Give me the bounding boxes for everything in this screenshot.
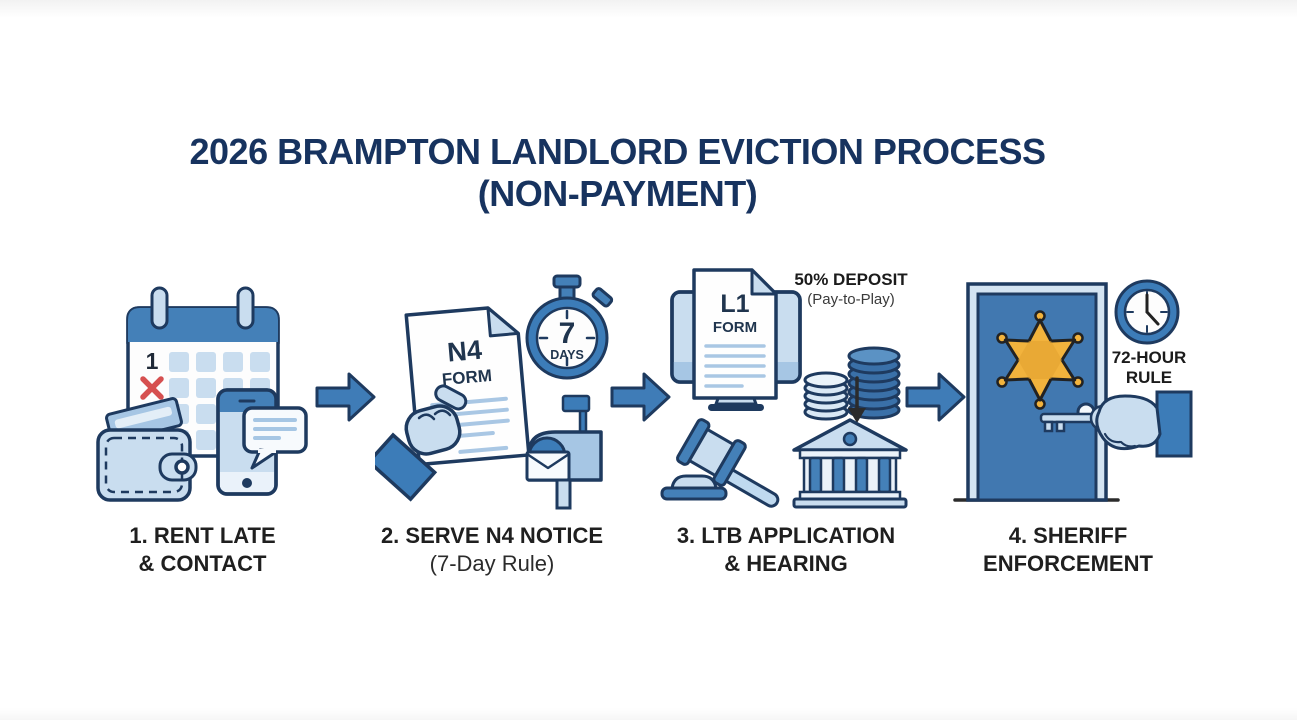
step1-caption: 1. RENT LATE & CONTACT: [105, 522, 300, 578]
stopwatch-unit: DAYS: [550, 348, 584, 362]
step1-caption-line1: 1. RENT LATE: [129, 523, 276, 548]
step4-caption-line1: 4. SHERIFF: [1008, 523, 1128, 548]
step2-caption: 2. SERVE N4 NOTICE (7-Day Rule): [372, 522, 612, 578]
coin-stack-dark: [847, 346, 901, 420]
step2-caption-line2: (7-Day Rule): [429, 551, 555, 576]
down-arrow-icon: [848, 376, 866, 423]
calendar-day-number: 1: [146, 348, 159, 374]
step4-icons: [953, 279, 1193, 502]
step3-icons: L1 FORM: [660, 268, 908, 509]
n4-form-label-line2: FORM: [441, 366, 493, 389]
hand-holding-document-icon: N4 FORM: [375, 306, 531, 502]
step4-caption-line2: ENFORCEMENT: [983, 551, 1153, 576]
sound-block: [660, 474, 728, 501]
top-edge-shade: [0, 0, 1297, 18]
step3-caption: 3. LTB APPLICATION & HEARING: [663, 522, 909, 578]
step2-caption-line1: 2. SERVE N4 NOTICE: [380, 523, 604, 548]
step2-graphic: N4 FORM: [375, 270, 615, 512]
computer-form-icon: L1 FORM: [670, 268, 802, 411]
clock-icon: [1114, 279, 1180, 345]
n4-form-label-line1: N4: [446, 335, 483, 368]
chat-bubble-icon: [242, 406, 308, 470]
page-title-line1: 2026 BRAMPTON LANDLORD EVICTION PROCESS: [189, 131, 1046, 172]
stopwatch-icon: 7 DAYS: [525, 274, 614, 380]
flow-arrow-1: [315, 372, 376, 422]
step1-graphic: 1: [90, 280, 315, 512]
step3-caption-line1: 3. LTB APPLICATION: [676, 523, 896, 548]
bottom-edge-shade: [0, 708, 1297, 720]
page-title: 2026 BRAMPTON LANDLORD EVICTION PROCESS …: [20, 131, 1215, 215]
sheriff-star-door-icon: [966, 282, 1108, 502]
sleeve: [1155, 390, 1193, 458]
deposit-annotation: 50% DEPOSIT (Pay-to-Play): [788, 270, 914, 310]
deposit-subtitle: (Pay-to-Play): [807, 291, 895, 308]
smartphone-chat-icon: [216, 388, 308, 496]
step1-icons: 1: [96, 286, 308, 502]
l1-form-label-line1: L1: [720, 290, 749, 318]
deposit-title: 50% DEPOSIT: [794, 270, 908, 289]
courthouse-icon: [792, 418, 908, 509]
l1-document-icon: L1 FORM: [692, 268, 778, 400]
rule-annotation: 72-HOUR RULE: [1101, 348, 1197, 388]
mailbox-icon: [525, 394, 603, 510]
hand: [404, 384, 468, 456]
step3-graphic: L1 FORM: [652, 262, 910, 514]
missed-payment-x-icon: [140, 376, 164, 400]
sleeve: [375, 432, 438, 502]
sheriff-star-icon: [996, 310, 1084, 410]
step3-caption-line2: & HEARING: [724, 551, 848, 576]
step2-icons: N4 FORM: [375, 274, 614, 510]
step4-caption: 4. SHERIFF ENFORCEMENT: [950, 522, 1186, 578]
coin-stacks-icon: [803, 346, 901, 421]
rule-line2: RULE: [1125, 368, 1173, 387]
l1-form-label-line2: FORM: [713, 319, 757, 336]
page-title-line2: (NON-PAYMENT): [477, 173, 758, 214]
step1-caption-line2: & CONTACT: [138, 551, 267, 576]
hand: [1095, 394, 1162, 451]
gavel-icon: [660, 418, 780, 508]
rule-line1: 72-HOUR: [1111, 348, 1187, 367]
wallet-icon: [96, 397, 198, 502]
envelope-icon: [525, 450, 571, 482]
flow-arrow-2: [610, 372, 671, 422]
step4-graphic: 72-HOUR RULE: [953, 272, 1193, 512]
stopwatch-value: 7: [559, 317, 576, 350]
coin-stack-light: [803, 371, 849, 421]
flow-arrow-3: [905, 372, 966, 422]
hand-with-key-icon: [1039, 390, 1193, 458]
